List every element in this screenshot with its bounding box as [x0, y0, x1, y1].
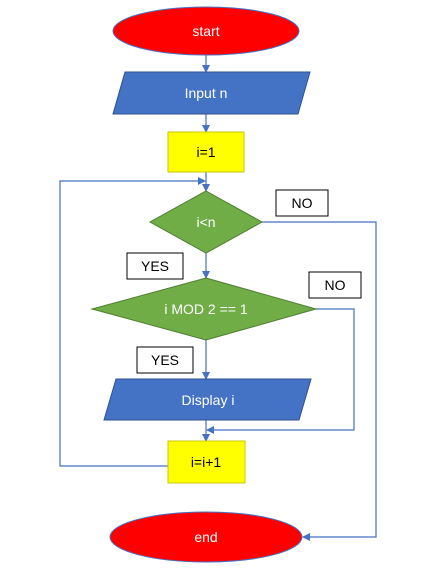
mod-condition-label: i MOD 2 == 1 [164, 301, 247, 317]
increment-node: i=i+1 [167, 440, 246, 484]
mod-no-box [308, 271, 362, 299]
edge-loopcond-no [262, 221, 377, 541]
edge-modcond-no [206, 308, 355, 434]
loop-yes-box [126, 252, 184, 280]
start-terminal: start [112, 6, 300, 56]
end-shape [109, 511, 303, 563]
loop-no-label: NO [292, 195, 313, 211]
edge-loop-back [59, 177, 206, 467]
loop-yes-label: YES [141, 258, 169, 274]
mod-yes-label: YES [151, 352, 179, 368]
end-terminal: end [109, 511, 303, 563]
increment-shape [167, 440, 246, 484]
init-node: i=1 [167, 131, 245, 173]
display-label: Display i [182, 392, 235, 408]
init-shape [167, 131, 245, 173]
init-label: i=1 [196, 144, 215, 160]
mod-condition-node: i MOD 2 == 1 [90, 277, 318, 341]
increment-label: i=i+1 [191, 454, 222, 470]
end-label: end [194, 529, 217, 545]
connectors [59, 55, 377, 541]
display-node: Display i [103, 378, 312, 421]
loop-condition-shape [148, 190, 264, 254]
mod-condition-shape [90, 277, 318, 341]
display-shape [103, 378, 312, 421]
loop-condition-label: i<n [196, 214, 215, 230]
start-label: start [192, 23, 219, 39]
mod-yes-box [136, 346, 194, 374]
input-node: Input n [112, 71, 311, 115]
edge-labels: NO YES NO YES [126, 189, 362, 374]
loop-condition-node: i<n [148, 190, 264, 254]
input-shape [112, 71, 311, 115]
mod-no-label: NO [325, 277, 346, 293]
start-shape [112, 6, 300, 56]
loop-no-box [275, 189, 329, 217]
input-label: Input n [185, 85, 228, 101]
